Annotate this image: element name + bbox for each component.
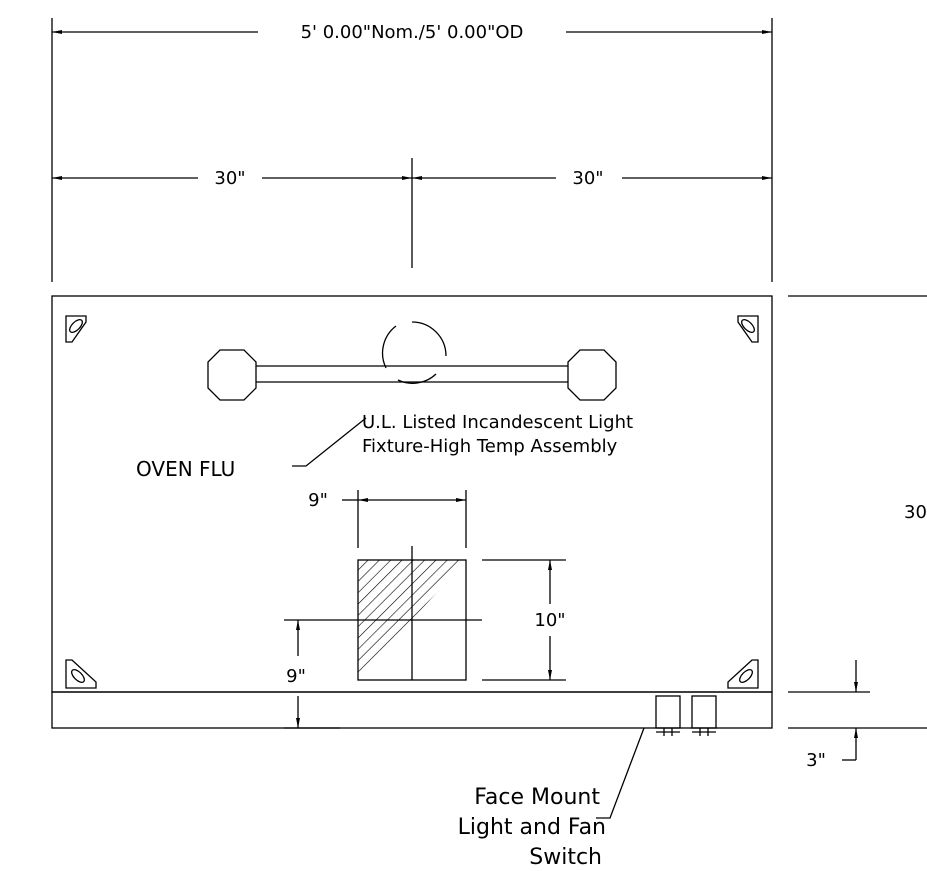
oven-flu-circle [381, 321, 447, 384]
switch-label-line1: Face Mount [474, 785, 600, 810]
oven-flu-label: OVEN FLU [136, 457, 235, 481]
front-band [51, 691, 773, 729]
light-fixture [207, 349, 617, 401]
front-band-label: 3" [806, 750, 826, 771]
corner-bracket-top-left [65, 315, 87, 343]
bottom-offset-label: 9" [286, 666, 306, 687]
left-half-label: 30" [214, 168, 245, 189]
side-depth-label: 30 [904, 502, 927, 523]
switch-label-line3: Switch [529, 845, 602, 870]
right-half-label: 30" [572, 168, 603, 189]
cutout-height-label: 10" [534, 610, 565, 631]
switch-left [655, 695, 681, 736]
corner-bracket-top-right [737, 315, 759, 343]
light-fixture-left-end [207, 349, 257, 401]
switch-label-line2: Light and Fan [458, 815, 606, 840]
light-fixture-label-line1: U.L. Listed Incandescent Light [362, 412, 633, 433]
light-fixture-right-end [567, 349, 617, 401]
oven-flu-leader [292, 417, 367, 467]
corner-bracket-bottom-left [65, 659, 97, 689]
corner-bracket-bottom-right [727, 659, 759, 689]
switch-right [691, 695, 717, 736]
cutout-width-label: 9" [308, 490, 328, 511]
overall-width-label: 5' 0.00"Nom./5' 0.00"OD [301, 22, 524, 43]
light-fixture-label-line2: Fixture-High Temp Assembly [362, 436, 618, 457]
switch-leader [596, 727, 645, 819]
